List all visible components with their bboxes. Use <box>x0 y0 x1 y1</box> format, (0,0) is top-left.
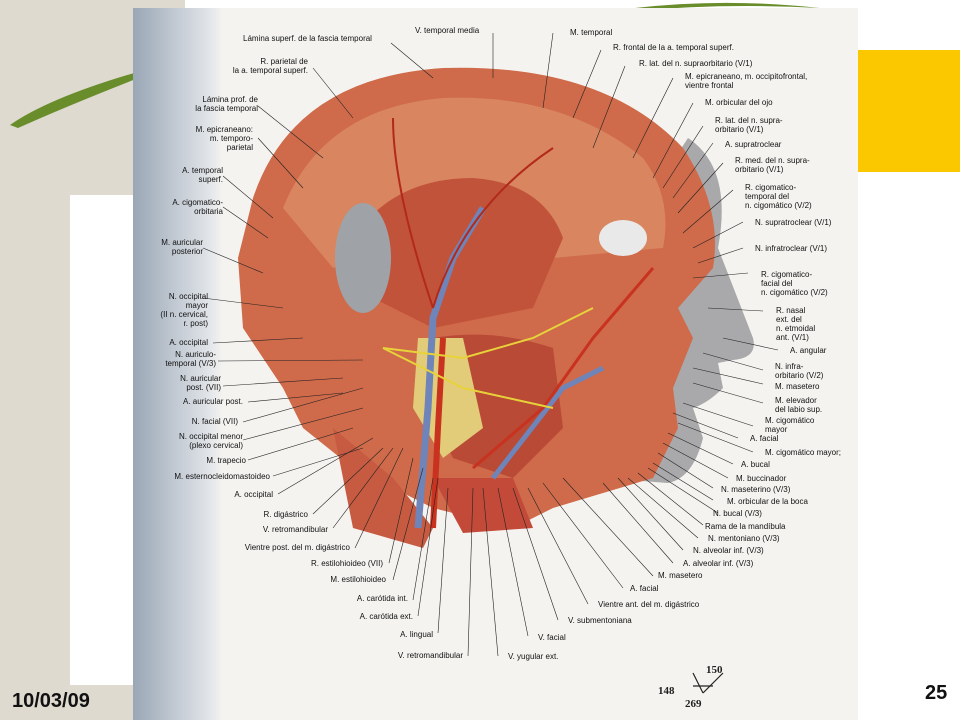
label-right-10: N. supratroclear (V/1) <box>755 218 832 227</box>
label-right-26: Rama de la mandíbula <box>705 522 786 531</box>
slide-left-panel-inner <box>70 195 135 685</box>
label-left-3: M. epicraneano: m. temporo- parietal <box>195 125 253 152</box>
label-right-21: A. bucal <box>741 460 770 469</box>
label-right-15: N. infra- orbitario (V/2) <box>775 362 824 380</box>
label-left-14: M. trapecio <box>206 456 246 465</box>
plate-binding-shadow <box>133 8 223 720</box>
label-bottom-9: V. retromandibular <box>397 651 463 660</box>
label-bottom-15: M. masetero <box>658 571 703 580</box>
label-left-12: N. facial (VII) <box>191 417 238 426</box>
label-right-7: A. supratroclear <box>725 140 782 149</box>
label-right-1: M. temporal <box>570 28 613 37</box>
label-left-11: A. auricular post. <box>182 397 243 406</box>
label-left-9: N. auriculo- temporal (V/3) <box>165 350 216 368</box>
label-right-5: M. orbicular del ojo <box>705 98 773 107</box>
label-right-20: M. cigomático mayor; <box>765 448 842 457</box>
label-left-4: A. temporal superf. <box>182 166 223 184</box>
label-left-2: Lámina prof. de la fascia temporal <box>195 95 258 113</box>
label-bottom-6: A. carótida int. <box>356 594 408 603</box>
label-bottom-3: Vientre post. del m. digástrico <box>244 543 350 552</box>
label-bottom-4: R. estilohioideo (VII) <box>310 559 383 568</box>
label-right-27: N. mentoniano (V/3) <box>708 534 780 543</box>
label-left-0: Lámina superf. de la fascia temporal <box>243 34 372 43</box>
label-left-13: N. occipital menor (plexo cervical) <box>178 432 243 450</box>
label-bottom-5: M. estilohioideo <box>330 575 386 584</box>
swoosh-decoration-left <box>10 58 190 128</box>
label-bottom-2: V. retromandibular <box>262 525 328 534</box>
label-right-11: N. infratroclear (V/1) <box>755 244 828 253</box>
label-bottom-0: A. occipital <box>234 490 273 499</box>
label-bottom-10: V. yugular ext. <box>508 652 559 661</box>
label-bottom-8: A. lingual <box>400 630 433 639</box>
label-left-1: R. parietal de la a. temporal superf. <box>232 57 308 75</box>
label-right-9: R. cigomatico- temporal del n. cigomátic… <box>745 183 812 210</box>
label-bottom-14: A. facial <box>630 584 659 593</box>
label-right-17: M. elevador del labio sup. <box>775 396 823 414</box>
slide-accent-square <box>858 50 960 172</box>
label-right-0: V. temporal media <box>415 26 480 35</box>
label-bottom-1: R. digástrico <box>263 510 308 519</box>
slide-page-number: 25 <box>925 682 948 704</box>
label-right-4: M. epicraneano, m. occipitofrontal, vien… <box>685 72 808 90</box>
label-left-5: A. cigomatico- orbitaria <box>172 198 223 216</box>
label-left-6: M. auricular posterior <box>161 238 203 256</box>
label-right-24: M. orbicular de la boca <box>727 497 808 506</box>
anatomy-plate: Lámina superf. de la fascia temporal R. … <box>133 8 858 720</box>
slide-date: 10/03/09 <box>12 690 90 712</box>
label-right-18: M. cigomático mayor <box>765 416 815 434</box>
label-bottom-13: Vientre ant. del m. digástrico <box>598 600 700 609</box>
label-right-22: M. buccinador <box>736 474 787 483</box>
label-bottom-11: V. facial <box>538 633 566 642</box>
scale-number-269: 269 <box>685 698 702 710</box>
scale-number-150: 150 <box>706 664 723 676</box>
scale-number-148: 148 <box>658 685 675 697</box>
label-right-8: R. med. del n. supra- orbitario (V/1) <box>735 156 810 174</box>
label-right-28: N. alveolar inf. (V/3) <box>693 546 764 555</box>
label-left-7: N. occipital mayor (II n. cervical, r. p… <box>160 292 208 328</box>
label-right-13: R. nasal ext. del n. etmoidal ant. (V/1) <box>776 306 816 342</box>
label-right-14: A. angular <box>790 346 827 355</box>
label-right-16: M. masetero <box>775 382 820 391</box>
label-right-19: A. facial <box>750 434 779 443</box>
label-bottom-12: V. submentoniana <box>568 616 632 625</box>
label-right-3: R. lat. del n. supraorbitario (V/1) <box>639 59 753 68</box>
label-right-6: R. lat. del n. supra- orbitario (V/1) <box>715 116 783 134</box>
label-right-25: N. bucal (V/3) <box>713 509 762 518</box>
swoosh-decoration-top <box>605 2 820 14</box>
label-right-12: R. cigomatico- facial del n. cigomático … <box>761 270 828 297</box>
label-left-10: N. auricular post. (VII) <box>180 374 221 392</box>
label-right-29: A. alveolar inf. (V/3) <box>683 559 754 568</box>
label-left-8: A. occipital <box>169 338 208 347</box>
label-right-23: N. maseterino (V/3) <box>721 485 791 494</box>
label-right-2: R. frontal de la a. temporal superf. <box>613 43 734 52</box>
label-bottom-7: A. carótida ext. <box>359 612 413 621</box>
head-illustration <box>202 32 779 694</box>
label-left-15: M. esternocleidomastoideo <box>174 472 270 481</box>
